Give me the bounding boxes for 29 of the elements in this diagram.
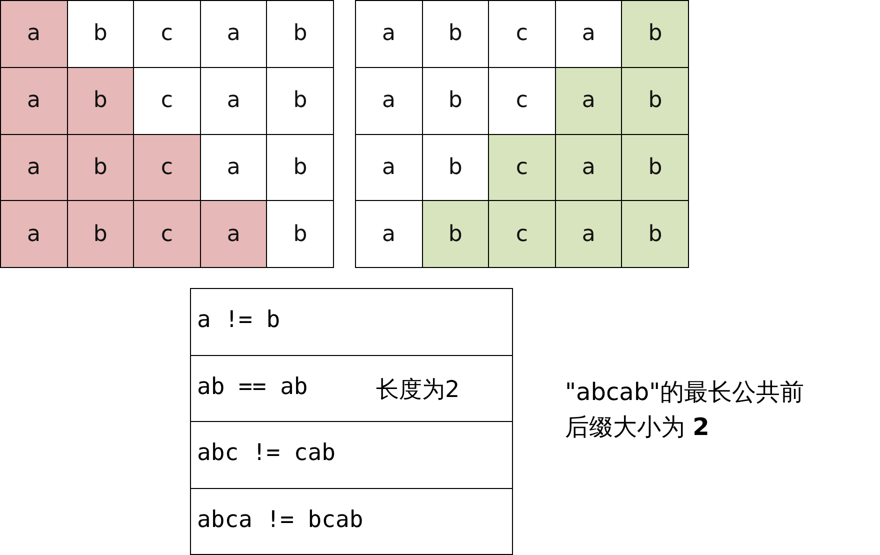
grid-cell: b [66, 200, 134, 268]
code-text: abca != bcab [197, 506, 364, 532]
grid-cell: a [0, 0, 68, 68]
grid-cell: c [488, 200, 556, 268]
grid-cell: b [621, 0, 689, 68]
grid-cell: a [0, 200, 68, 268]
grid-cell: c [133, 134, 201, 202]
grid-cell: c [488, 134, 556, 202]
grid-cell: b [66, 134, 134, 202]
code-text: a != b [197, 307, 280, 333]
code-text: ab == ab [197, 374, 308, 400]
grid-cell: b [621, 66, 689, 135]
length-note: 长度为2 [376, 376, 460, 404]
code-text: abc != cab [197, 440, 336, 466]
grid-cell: b [422, 200, 490, 268]
grid-cell: a [200, 200, 268, 268]
grid-cell: a [0, 66, 68, 135]
note-text: "abcab"的最长公共前后缀大小为 2 [565, 377, 806, 443]
grid-cell: c [133, 200, 201, 268]
grid-cell: a [554, 66, 622, 135]
grid-cell: a [554, 134, 622, 202]
grid-cell: b [621, 134, 689, 202]
grid-cell: a [554, 200, 622, 268]
grid-cell: b [621, 200, 689, 268]
grid-cell: a [0, 134, 68, 202]
grid-cell: b [266, 0, 334, 68]
grid-cell: a [355, 0, 423, 68]
grid-cell: b [66, 66, 134, 135]
grid-cell: b [266, 200, 334, 268]
